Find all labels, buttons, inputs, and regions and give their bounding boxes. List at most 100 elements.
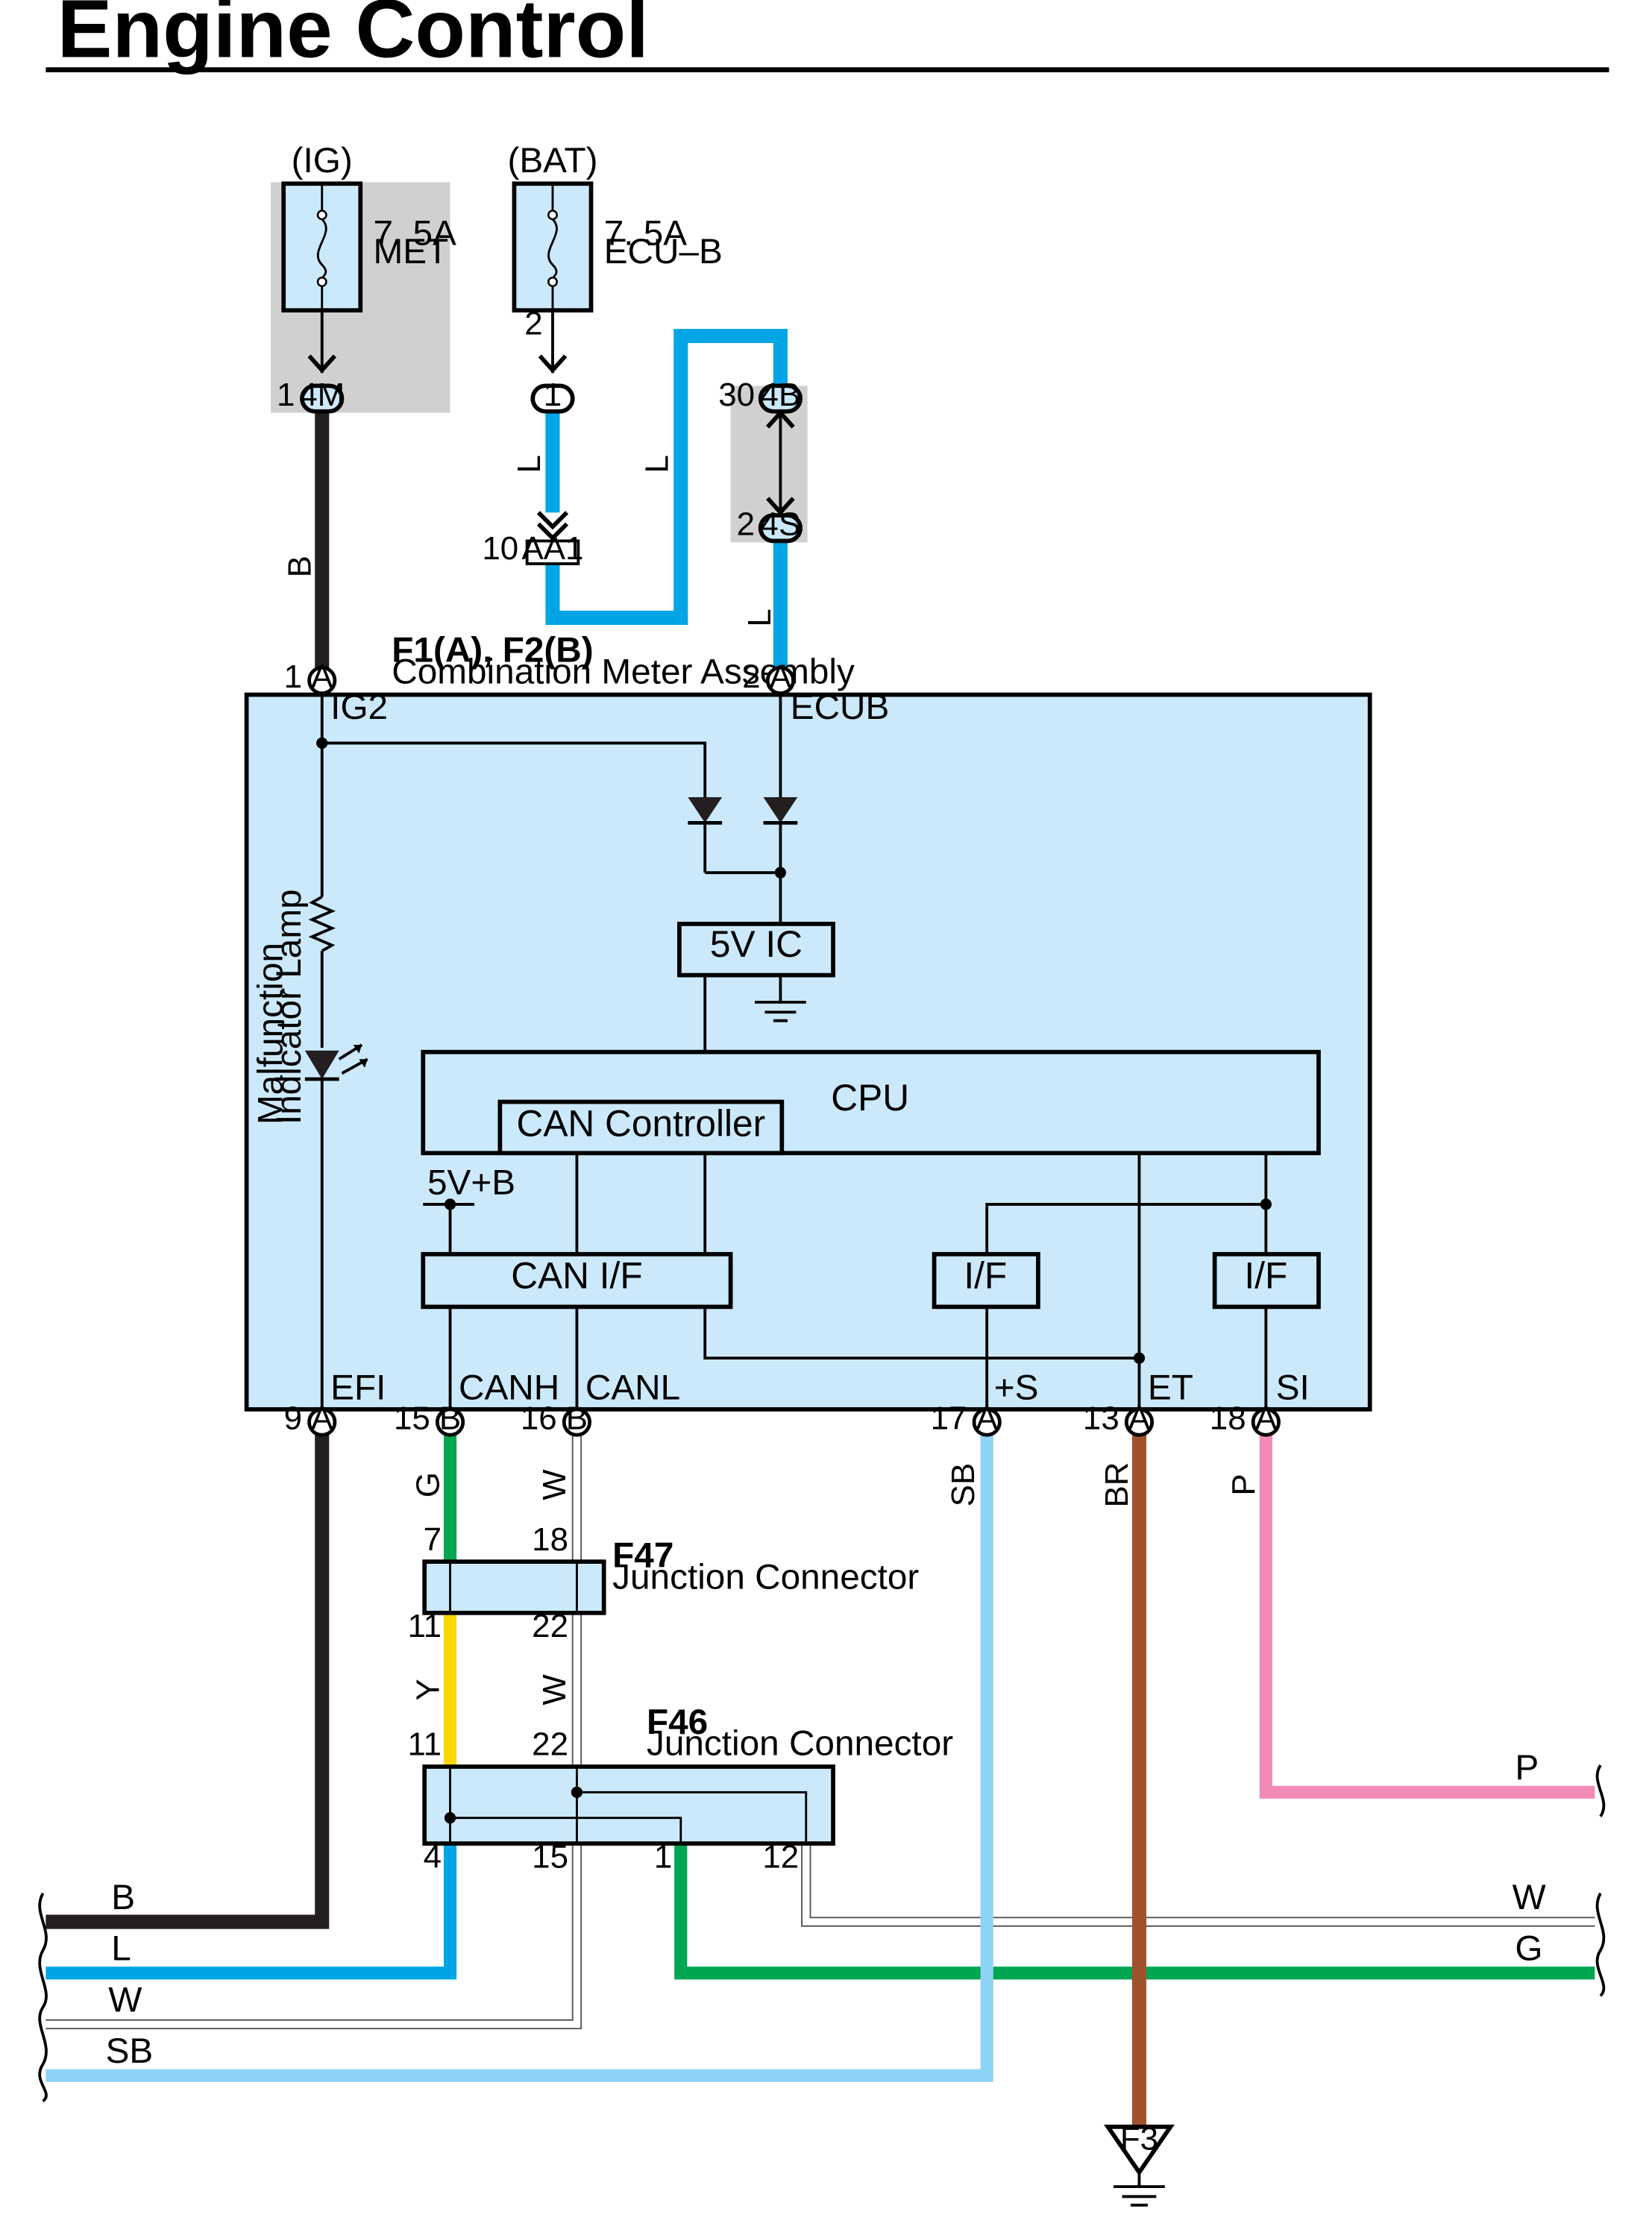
terminal-a9 bbox=[307, 1407, 337, 1437]
wire-b-efi bbox=[45, 1435, 330, 1929]
pin-a2: 2 bbox=[742, 658, 760, 695]
terminal-canh: CANH bbox=[459, 1368, 559, 1407]
pin-f46-15: 15 bbox=[532, 1838, 568, 1875]
ground-f3-icon bbox=[1104, 2125, 1175, 2207]
connector-aa1-label: AA1 bbox=[522, 530, 584, 567]
f47-name: Junction Connector bbox=[612, 1557, 919, 1597]
wire-l-jumper bbox=[545, 328, 788, 626]
terminal-a2 bbox=[765, 665, 795, 696]
f46-id: F46 bbox=[647, 1703, 708, 1742]
terminal-a17 bbox=[972, 1407, 1002, 1437]
pin-4b-30: 30 bbox=[718, 377, 755, 413]
terminal-efi: EFI bbox=[330, 1368, 386, 1407]
right-break-mark-icon bbox=[1595, 1892, 1606, 1997]
block-5v-ic-label: 5V IC bbox=[710, 923, 803, 965]
wire-code-p: P bbox=[1225, 1474, 1262, 1495]
pin-bat-2: 2 bbox=[524, 306, 542, 342]
terminal-a18-connector: A bbox=[1255, 1401, 1278, 1437]
connector-4b-label: 4B bbox=[761, 377, 801, 413]
wire-code-y-canh: Y bbox=[409, 1679, 446, 1700]
pin-a18: 18 bbox=[1210, 1401, 1246, 1437]
wire-w-right bbox=[801, 1844, 1595, 1927]
f46-junction-dots bbox=[444, 1786, 583, 1824]
wire-code-g-canh: G bbox=[409, 1472, 446, 1497]
diode-ecub bbox=[763, 796, 798, 825]
pin-b15: 15 bbox=[394, 1401, 430, 1437]
block-can-controller-label: CAN Controller bbox=[516, 1102, 765, 1144]
pin-b16: 16 bbox=[521, 1401, 557, 1437]
block-if-si-label: I/F bbox=[1244, 1255, 1287, 1297]
pin-a13: 13 bbox=[1083, 1401, 1119, 1437]
left-wire-b: B bbox=[111, 1878, 135, 1917]
block-if-speed bbox=[932, 1251, 1040, 1310]
met-fuse bbox=[281, 181, 363, 313]
terminal-plus-s: +S bbox=[994, 1368, 1039, 1407]
connector-4m bbox=[300, 354, 345, 414]
meter-id: F1(A), F2(B) bbox=[392, 631, 593, 670]
pin-a9: 9 bbox=[284, 1401, 302, 1437]
terminal-canl: CANL bbox=[585, 1368, 680, 1407]
wire-code-l-bat: L bbox=[511, 455, 547, 473]
pin-f47-11: 11 bbox=[408, 1608, 442, 1644]
terminal-a17-connector: A bbox=[976, 1401, 999, 1437]
pin-met-1: 1 bbox=[277, 377, 295, 413]
block-can-if bbox=[421, 1251, 733, 1310]
pin-f46-22: 22 bbox=[532, 1726, 568, 1763]
supply-5v-b-label: 5V+B bbox=[427, 1163, 515, 1203]
pin-f47-22: 22 bbox=[532, 1608, 568, 1644]
meter-internal-wiring bbox=[320, 694, 1268, 1409]
lamp-label-line1: Malfunction bbox=[251, 943, 290, 1125]
terminal-b16 bbox=[562, 1407, 592, 1437]
pin-f47-7: 7 bbox=[424, 1521, 442, 1558]
pin-f47-18: 18 bbox=[532, 1521, 568, 1558]
lamp-label-line2: Indicator Lamp bbox=[269, 889, 309, 1125]
lamp-resistor bbox=[308, 895, 336, 952]
terminal-a9-connector: A bbox=[311, 1401, 333, 1437]
pin-4s-2: 2 bbox=[737, 506, 755, 543]
pin-f46-4: 4 bbox=[424, 1838, 442, 1875]
terminal-a2-connector: A bbox=[770, 658, 792, 695]
right-wire-g: G bbox=[1515, 1929, 1542, 1969]
diode-ig2 bbox=[688, 796, 723, 825]
met-fuse-name: MET bbox=[373, 232, 448, 271]
block-if-speed-label: I/F bbox=[964, 1255, 1007, 1297]
terminal-b15-connector: B bbox=[439, 1401, 461, 1437]
left-wire-l: L bbox=[111, 1929, 131, 1969]
left-wire-w: W bbox=[108, 1980, 142, 2019]
wire-p bbox=[1259, 1435, 1595, 1799]
ecu-b-fuse-rating: 7. 5A bbox=[604, 213, 688, 253]
terminal-a1-connector: A bbox=[311, 658, 333, 695]
left-break-mark-icon bbox=[38, 1892, 48, 2103]
ground-ic-icon bbox=[755, 1000, 806, 1022]
block-can-controller bbox=[497, 1099, 785, 1156]
block-can-if-label: CAN I/F bbox=[511, 1255, 642, 1297]
malfunction-indicator-lamp-icon bbox=[304, 1043, 368, 1081]
pin-a1: 1 bbox=[284, 658, 302, 695]
ecu-b-fuse bbox=[512, 181, 594, 313]
connector-4s-label: 4S bbox=[761, 506, 801, 543]
wire-code-l-4s: L bbox=[741, 609, 778, 626]
terminal-b16-connector: B bbox=[566, 1401, 588, 1437]
terminal-a13-connector: A bbox=[1128, 1401, 1151, 1437]
terminal-et: ET bbox=[1148, 1368, 1193, 1407]
connector-4m-label: 4M bbox=[299, 377, 345, 413]
ig-source-label: (IG) bbox=[292, 141, 353, 180]
terminal-si: SI bbox=[1276, 1368, 1310, 1407]
right-wire-p: P bbox=[1515, 1748, 1539, 1788]
pin-f46-1: 1 bbox=[654, 1838, 672, 1875]
pin-aa1-10: 10 bbox=[482, 530, 518, 567]
wire-code-w-canl: W bbox=[536, 1469, 573, 1500]
wire-code-sb: SB bbox=[945, 1463, 982, 1507]
meter-junction-dots bbox=[316, 737, 1272, 1364]
pin-f46-11: 11 bbox=[408, 1726, 442, 1763]
f47-id: F47 bbox=[612, 1536, 673, 1576]
wire-w-canl bbox=[45, 1435, 582, 2030]
f46-name: Junction Connector bbox=[647, 1724, 953, 1764]
ground-f3-label: F3 bbox=[1120, 2120, 1158, 2157]
met-fuse-rating: 7. 5A bbox=[373, 213, 456, 253]
connector-4s bbox=[758, 497, 803, 544]
block-if-si bbox=[1212, 1251, 1321, 1310]
f47-junction-connector bbox=[422, 1559, 606, 1615]
wire-code-l-mid: L bbox=[639, 455, 676, 473]
